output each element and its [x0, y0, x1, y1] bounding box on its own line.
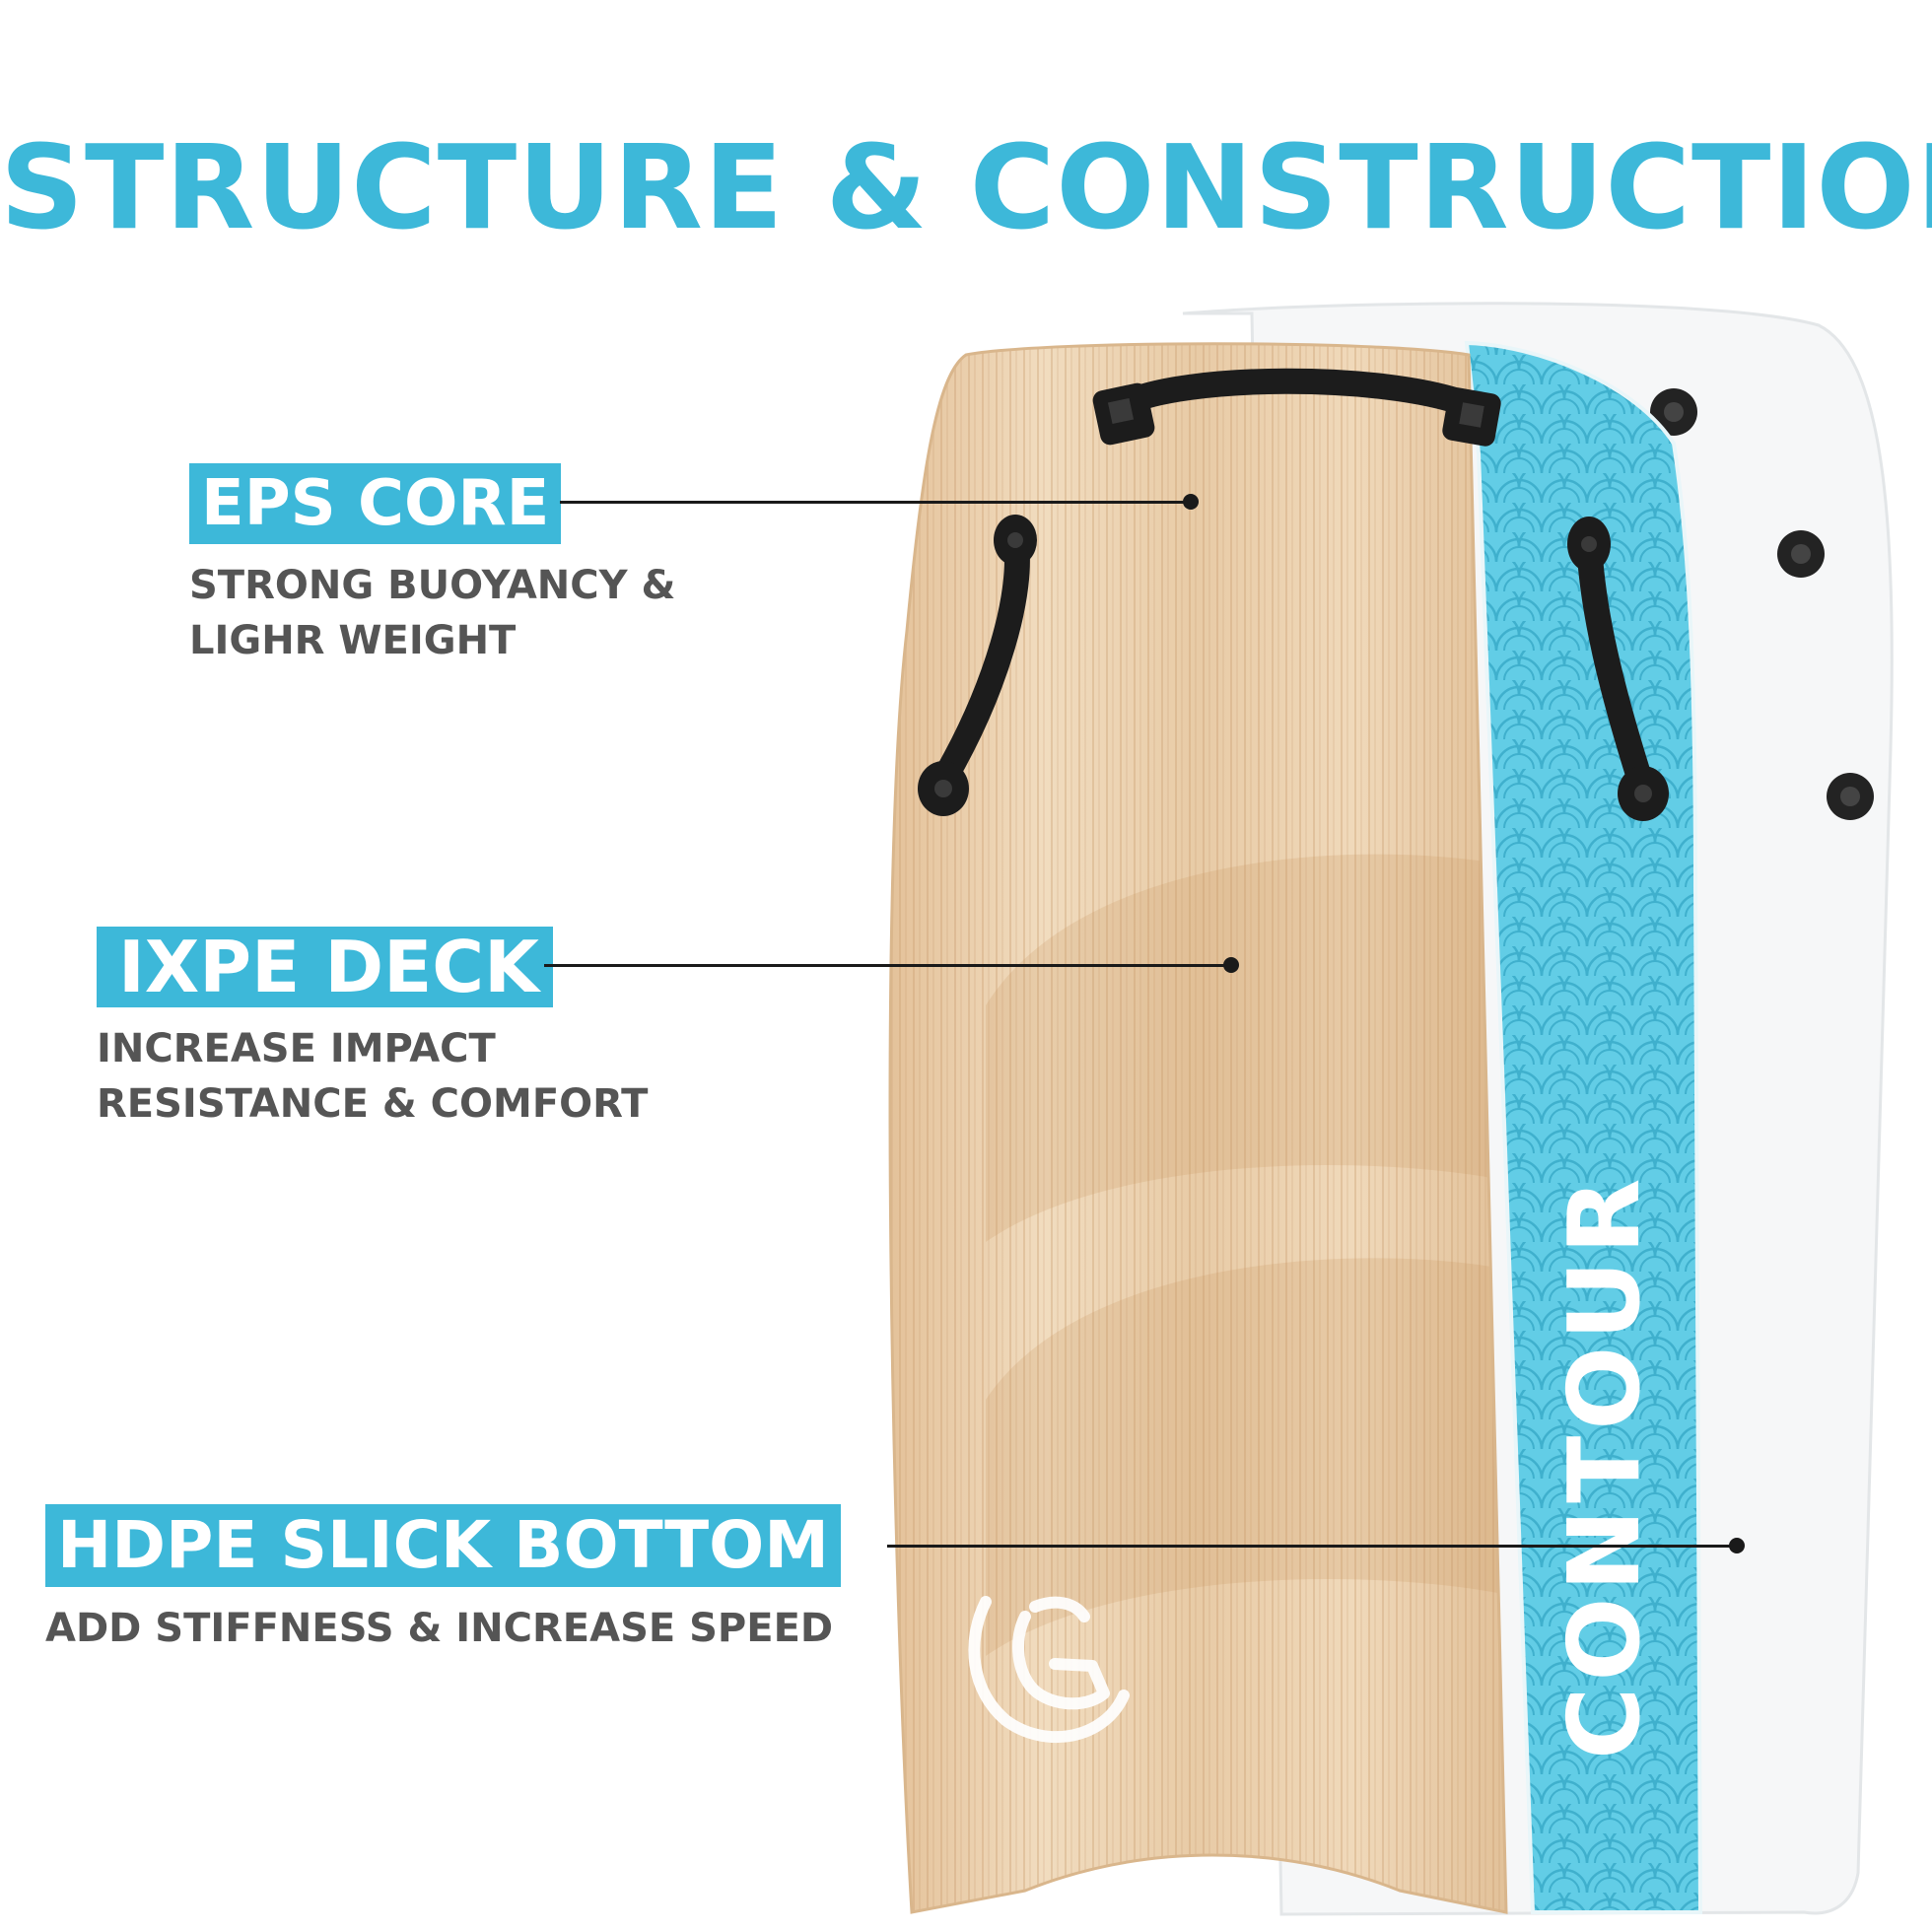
callout-description-ixpe-deck: INCREASE IMPACT RESISTANCE & COMFORT	[97, 1021, 648, 1132]
leader-dot-eps-core	[1183, 494, 1199, 510]
leader-line-eps-core	[560, 501, 1191, 504]
callout-line: ADD STIFFNESS & INCREASE SPEED	[45, 1606, 834, 1651]
callout-label-ixpe-deck: IXPE DECK	[97, 927, 553, 1007]
callout-label-hdpe-slick-bottom: HDPE SLICK BOTTOM	[45, 1504, 841, 1587]
callout-ixpe-deck: IXPE DECK INCREASE IMPACT RESISTANCE & C…	[97, 927, 648, 1132]
callout-line: INCREASE IMPACT	[97, 1026, 496, 1071]
callout-line: STRONG BUOYANCY &	[189, 563, 676, 608]
callout-line: RESISTANCE & COMFORT	[97, 1081, 649, 1127]
right-handle	[1567, 517, 1669, 821]
top-handle	[1092, 368, 1501, 447]
left-handle	[918, 515, 1037, 816]
brand-wordmark: CONTOUR	[1547, 1172, 1662, 1760]
callout-hdpe-slick-bottom: HDPE SLICK BOTTOM ADD STIFFNESS & INCREA…	[45, 1504, 841, 1656]
page-title: STRUCTURE & CONSTRUCTION	[0, 119, 1932, 255]
callout-eps-core: EPS CORE STRONG BUOYANCY & LIGHR WEIGHT	[189, 463, 675, 668]
leader-line-ixpe-deck	[544, 964, 1230, 967]
contour-logo-icon	[968, 1596, 1130, 1744]
leader-dot-ixpe-deck	[1223, 957, 1239, 973]
callout-label-eps-core: EPS CORE	[189, 463, 562, 544]
leader-line-hdpe-slick-bottom	[887, 1545, 1735, 1548]
callout-line: LIGHR WEIGHT	[189, 618, 517, 663]
callout-description-hdpe-slick-bottom: ADD STIFFNESS & INCREASE SPEED	[45, 1601, 841, 1656]
leader-dot-hdpe-slick-bottom	[1729, 1538, 1745, 1553]
callout-description-eps-core: STRONG BUOYANCY & LIGHR WEIGHT	[189, 558, 675, 668]
side-stripe	[1464, 340, 1703, 1914]
